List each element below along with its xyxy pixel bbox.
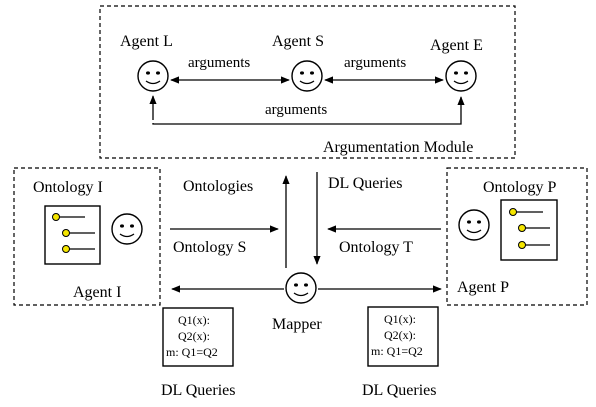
agent-p-label: Agent P (457, 279, 509, 296)
agent-s-smiley-icon (291, 60, 323, 92)
ontology-p-label: Ontology P (483, 179, 556, 196)
ontology-s-label: Ontology S (173, 239, 246, 256)
agent-i-panel (13, 167, 161, 306)
right-query-box: Q1(x): Q2(x): m: Q1=Q2 (367, 306, 439, 367)
ontology-i-label: Ontology I (33, 179, 103, 196)
right-query-line3: m: Q1=Q2 (371, 344, 423, 358)
mapper-label: Mapper (272, 316, 322, 333)
ontology-t-label: Ontology T (339, 239, 413, 256)
left-query-line1: Q1(x): (178, 313, 210, 327)
argumentation-module-title: Argumentation Module (323, 139, 473, 156)
ontologies-label: Ontologies (183, 178, 253, 195)
agent-l-smiley-icon (137, 60, 169, 92)
left-query-line3: m: Q1=Q2 (166, 345, 218, 359)
argumentation-module-box (99, 5, 516, 159)
right-query-line1: Q1(x): (384, 312, 416, 326)
agent-p-panel (446, 167, 588, 306)
arguments-label-le: arguments (265, 102, 327, 118)
agent-i-smiley-icon (111, 213, 143, 245)
agent-s-label: Agent S (272, 33, 324, 50)
agent-l-label: Agent L (120, 33, 173, 50)
dl-queries-top-label: DL Queries (328, 175, 403, 192)
ontology-i-document-icon (44, 205, 101, 265)
arrow-l-e-line (152, 96, 465, 125)
mapper-smiley-icon (285, 272, 317, 304)
right-query-line2: Q2(x): (384, 328, 416, 342)
left-query-box: Q1(x): Q2(x): m: Q1=Q2 (162, 307, 234, 367)
arguments-label-se: arguments (344, 55, 406, 71)
right-dl-queries-caption: DL Queries (362, 382, 437, 399)
ontology-p-document-icon (500, 199, 558, 261)
agent-i-label: Agent I (73, 284, 121, 301)
agent-e-smiley-icon (445, 60, 477, 92)
left-dl-queries-caption: DL Queries (161, 382, 236, 399)
agent-p-smiley-icon (458, 209, 490, 241)
agent-e-label: Agent E (430, 37, 483, 54)
arguments-label-ls: arguments (188, 55, 250, 71)
left-query-line2: Q2(x): (178, 329, 210, 343)
